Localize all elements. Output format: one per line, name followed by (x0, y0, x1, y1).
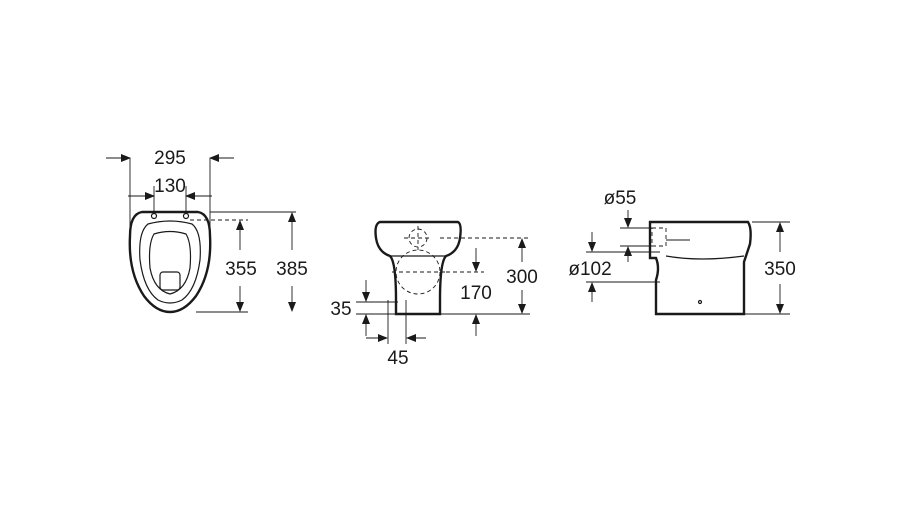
dim-outlet-height: 170 (446, 248, 492, 336)
dim-side-height: 350 (744, 221, 796, 315)
dim-outlet-diameter: ø102 (568, 232, 660, 302)
side-outline (648, 220, 752, 316)
dim-hole-spacing: 130 (128, 176, 212, 214)
dim-label-o55: ø55 (604, 188, 637, 209)
dim-label-o102: ø102 (568, 259, 611, 280)
side-view: ø55 ø102 350 (568, 188, 796, 316)
dim-label-385: 385 (276, 259, 308, 280)
dim-hole-to-front: 355 (190, 219, 257, 313)
dim-label-130: 130 (154, 176, 186, 197)
top-view: 295 130 355 385 (106, 148, 308, 314)
dim-label-295: 295 (154, 148, 186, 169)
dim-label-355: 355 (225, 259, 257, 280)
dim-inlet-diameter: ø55 (604, 188, 652, 262)
dim-overall-width: 295 (106, 148, 234, 226)
dim-outlet-offset: 35 (330, 280, 398, 336)
dim-label-170: 170 (460, 283, 492, 304)
dim-label-45: 45 (387, 348, 408, 369)
dim-outlet-width: 45 (366, 300, 426, 369)
dim-label-35: 35 (330, 299, 351, 320)
front-view: 300 170 35 45 (330, 220, 538, 369)
dim-label-350: 350 (764, 259, 796, 280)
bowl-outline (128, 210, 212, 314)
dim-label-300: 300 (506, 267, 538, 288)
dim-overall-height: 300 (440, 237, 538, 315)
dim-overall-length: 385 (210, 211, 308, 312)
